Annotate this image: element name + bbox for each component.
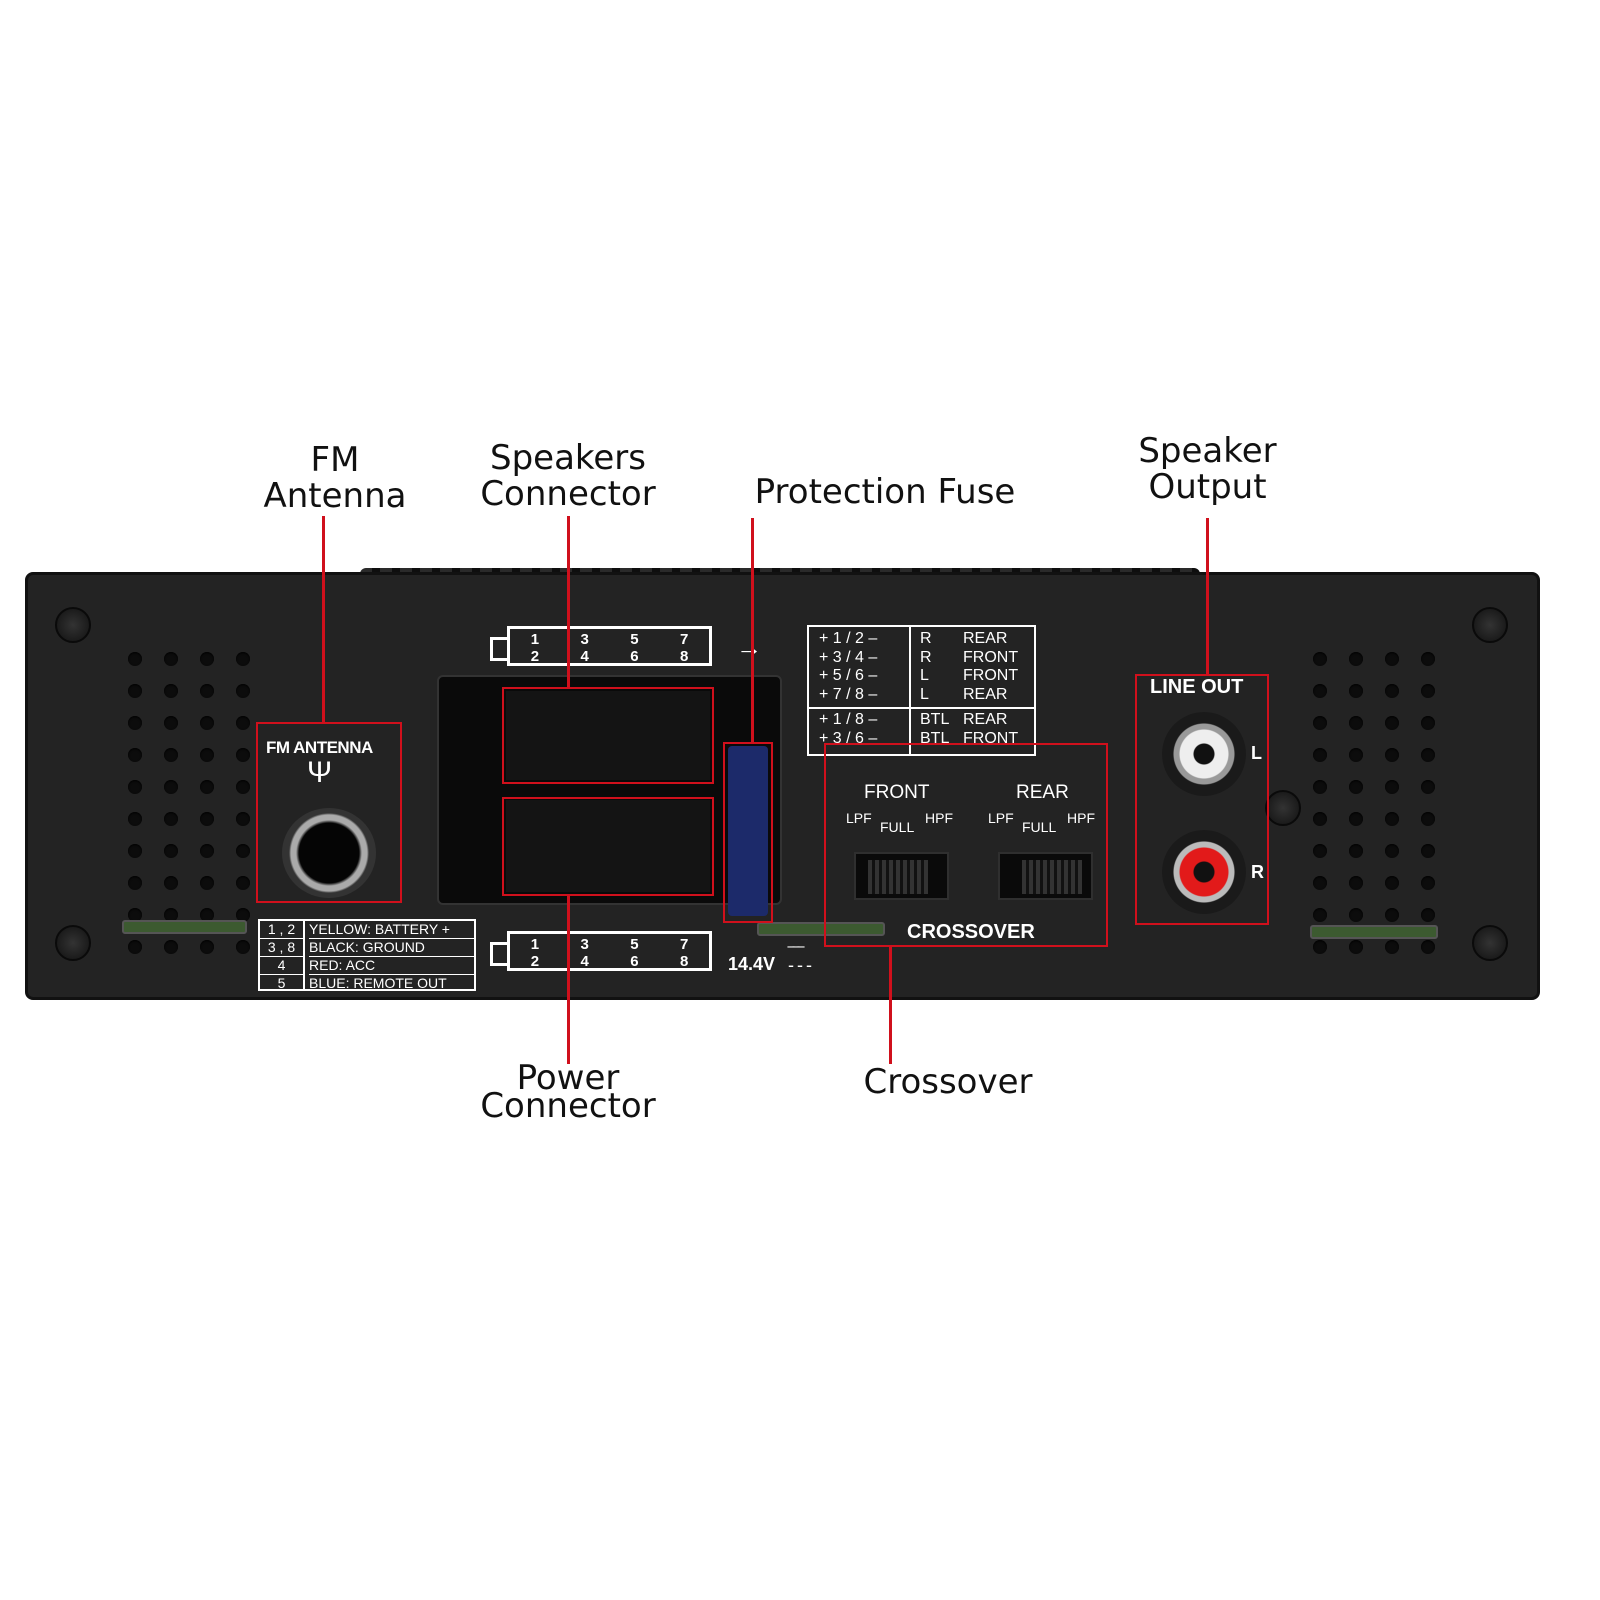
pin-label: 8 <box>679 953 689 970</box>
rca-right-jack[interactable] <box>1162 830 1246 914</box>
callout-line <box>1206 518 1209 674</box>
table-cell: 1 , 2 <box>260 921 303 939</box>
table-cell: R <box>920 630 932 647</box>
front-crossover-switch[interactable] <box>854 852 949 900</box>
table-cell: L <box>920 667 929 684</box>
screw-icon <box>55 607 91 643</box>
pin-label: 3 <box>580 936 589 953</box>
table-cell: + 1 / 2 – <box>819 630 878 647</box>
screw-icon <box>1472 607 1508 643</box>
table-cell: + 7 / 8 – <box>819 685 878 703</box>
fm-antenna-highlight <box>256 722 402 903</box>
table-cell: YELLOW: BATTERY + <box>309 921 474 939</box>
callout-line <box>567 516 570 687</box>
screw-icon <box>55 925 91 961</box>
fuse <box>728 746 768 916</box>
speakers-connector-highlight <box>502 687 714 784</box>
fuse-highlight <box>723 742 773 923</box>
speaker-output-callout: Speaker Output <box>1138 431 1277 507</box>
power-connector-highlight <box>502 797 714 896</box>
vent-slot <box>122 920 247 934</box>
pin-label: 6 <box>630 648 639 665</box>
pin-label: 5 <box>630 936 639 953</box>
line-out-label: LINE OUT <box>1150 676 1244 698</box>
antenna-icon: Ψ <box>307 756 333 789</box>
fm-antenna-label: FM ANTENNA <box>266 738 373 757</box>
left-channel-label: L <box>1251 743 1262 763</box>
pin-label: 8 <box>679 648 689 665</box>
pin-label: 7 <box>679 631 689 648</box>
lpf-label: LPF <box>988 810 1014 826</box>
callout-line <box>751 518 754 742</box>
table-cell: RED: ACC <box>309 957 474 975</box>
pin-label: 2 <box>530 953 540 970</box>
callout-line <box>322 516 325 722</box>
pin-label: 1 <box>530 936 540 953</box>
pin-label: 6 <box>630 953 639 970</box>
front-label: FRONT <box>864 782 930 803</box>
crossover-callout: Crossover <box>863 1062 1033 1102</box>
table-cell: REAR <box>963 711 1008 728</box>
rca-left-jack[interactable] <box>1162 712 1246 796</box>
full-label: FULL <box>880 819 915 835</box>
pin-label: 1 <box>530 631 540 648</box>
table-cell: R <box>920 648 932 666</box>
hpf-label: HPF <box>925 810 953 826</box>
vent-grille-right <box>1313 652 1437 954</box>
pin-label: 4 <box>580 648 589 665</box>
table-cell: 3 , 8 <box>260 939 303 957</box>
table-cell: + 1 / 8 – <box>819 711 878 728</box>
speaker-wiring-table: + 1 / 2 – + 3 / 4 – + 5 / 6 – + 7 / 8 – … <box>807 625 1036 756</box>
speakers-connector-callout: Speakers Connector <box>480 438 656 514</box>
speaker-pin-diagram: 1 3 5 7 2 4 6 8 <box>490 626 712 666</box>
table-cell: + 3 / 4 – <box>819 648 878 666</box>
table-cell: REAR <box>963 630 1008 647</box>
table-cell: FRONT <box>963 729 1019 747</box>
voltage-label: 14.4V <box>728 954 776 974</box>
pin-label: 5 <box>630 631 639 648</box>
table-cell: BTL <box>920 711 950 728</box>
table-cell: + 3 / 6 – <box>819 729 878 747</box>
table-cell: FRONT <box>963 648 1019 666</box>
vent-grille-left <box>128 652 252 954</box>
arrow-right-icon: → <box>736 632 762 662</box>
crossover-panel-label: CROSSOVER <box>907 921 1035 943</box>
fm-antenna-jack[interactable] <box>282 808 376 898</box>
callout-line <box>567 896 570 1064</box>
power-connector-callout: Power Connector <box>480 1058 656 1126</box>
line-out-highlight <box>1135 674 1269 925</box>
table-cell: BLACK: GROUND <box>309 939 474 957</box>
table-cell: REAR <box>963 685 1008 703</box>
table-cell: + 5 / 6 – <box>819 667 878 684</box>
callout-line <box>889 947 892 1064</box>
full-label: FULL <box>1022 819 1057 835</box>
power-connector-socket[interactable] <box>506 800 710 892</box>
protection-fuse-callout: Protection Fuse <box>754 472 1016 512</box>
screw-icon <box>1472 925 1508 961</box>
pin-label: 3 <box>580 631 589 648</box>
right-channel-label: R <box>1251 862 1264 882</box>
table-cell: BTL <box>920 729 950 747</box>
lpf-label: LPF <box>846 810 872 826</box>
power-wiring-table: 1 , 2 3 , 8 4 5 YELLOW: BATTERY + BLACK:… <box>258 919 476 991</box>
rear-label: REAR <box>1016 782 1069 803</box>
table-cell: FRONT <box>963 667 1019 684</box>
table-cell: L <box>920 685 929 703</box>
rear-crossover-switch[interactable] <box>998 852 1093 900</box>
hpf-label: HPF <box>1067 810 1095 826</box>
pin-label: 4 <box>580 953 589 970</box>
pin-label: 2 <box>530 648 540 665</box>
table-cell: 4 <box>260 957 303 975</box>
power-pin-diagram: 1 3 5 7 2 4 6 8 <box>490 931 712 971</box>
vent-slot <box>1310 925 1438 939</box>
table-cell: 5 <box>277 975 286 991</box>
vent-slot <box>757 922 885 936</box>
table-cell: BLUE: REMOTE OUT <box>309 975 447 991</box>
speakers-connector-socket[interactable] <box>506 691 710 780</box>
screw-icon <box>1265 790 1301 826</box>
dc-symbol-icon: ‾‾‾- - - <box>788 945 812 975</box>
crossover-highlight <box>824 743 1108 947</box>
pin-label: 7 <box>679 936 689 953</box>
fm-antenna-callout: FM Antenna <box>263 440 407 516</box>
